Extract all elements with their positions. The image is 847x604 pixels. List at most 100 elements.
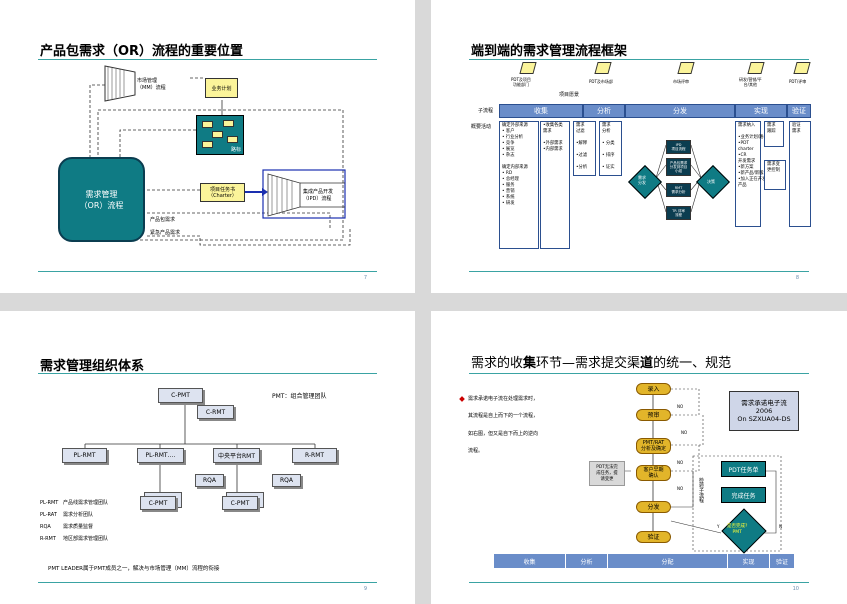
product-req-label: 产品包需求 (150, 217, 176, 223)
slide-4-title: 需求的收集环节—需求提交渠道的统一、规范 (471, 356, 732, 371)
no-label-decision: N (779, 524, 782, 529)
legend-value: 需求分析团队 (63, 512, 94, 518)
phase-strip-implement: 实现 (728, 554, 770, 568)
no-label: NO (677, 460, 684, 465)
bullet-line: 需求承诺电子流在处理需求时， (468, 396, 539, 402)
role-label: PDT及市场部 (589, 79, 613, 84)
diamond-left-label: 需求 分发 (638, 175, 646, 185)
implement-box: 需求纳入 •业务计划/路标 •PDT charter •CR 开发需求 •新方案… (735, 121, 768, 227)
complete-task-box: 完成任务 (721, 487, 766, 503)
role-label: PDT/评审 (789, 79, 807, 84)
no-label: NO (677, 404, 684, 409)
phase-header-verify: 验证 (787, 104, 811, 118)
org-node-plrmt-more: PL-RMT…. (137, 448, 184, 463)
slide-4[interactable]: 需求的收集环节—需求提交渠道的统一、规范 需求承诺电子流在处理需求时， 其流程是… (431, 311, 847, 604)
flow-step-precheck: 预审 (636, 409, 671, 421)
phase-header-collect: 收集 (499, 104, 583, 118)
org-node-plrmt: PL-RMT (62, 448, 107, 463)
collect-sources-box: 确定外部来源 • 客户 • 行业分析 • 竞争 • 展览 • 杂志 确定内部来源… (499, 121, 539, 249)
phase-strip-allocate: 分配 (608, 554, 728, 568)
or-process-label: 需求管理 （OR）流程 (79, 189, 124, 210)
slide-1-title: 产品包需求（OR）流程的重要位置 (40, 44, 244, 59)
org-node-central-rmt: 中央平台RMT (213, 448, 260, 463)
legend-value: 需求质量监督 (63, 524, 94, 530)
role-label: PDT及项目 功能部门 (511, 77, 531, 87)
legend-key: PL-RMT (40, 500, 59, 506)
org-node-rqa: RQA (195, 474, 224, 487)
org-node-rqa: RQA (272, 474, 301, 487)
phase-strip-collect: 收集 (494, 554, 566, 568)
tracking-box: 需求 跟踪 (764, 121, 784, 147)
org-node-cpmt-stack: C-PMT (222, 496, 258, 510)
page-number: 10 (792, 586, 799, 592)
s1-diagram-lines (89, 65, 351, 246)
slide-3[interactable]: 需求管理组织体系 PMT：组合管理团队 C-PMT C-RMT PL-RMT P… (0, 311, 415, 604)
verify-box: 验证 需求 (789, 121, 811, 227)
check-subflow-label: 检 验 子 流 程 (699, 478, 705, 504)
legend-key: RQA (40, 524, 51, 530)
ipd-label: 集成产品开发 （IPD）流程 (303, 189, 334, 202)
pmt-note: PMT：组合管理团队 (272, 393, 327, 400)
s2-distribute-lines (655, 144, 702, 213)
bullet-line: 如右图，但又是自下而上的逆向 (468, 431, 539, 437)
org-node-crmt: C-RMT (197, 405, 234, 419)
role-label: 市场评审 (673, 79, 689, 84)
page-number: 7 (363, 275, 367, 281)
roadmap-label: 路标 (231, 147, 242, 153)
pdt-task-box: PDT任务单 (721, 461, 766, 477)
filter-box: 需求 过滤 •解释 •过滤 •分析 (573, 121, 596, 176)
completion-label: 是否完成? PMT (727, 524, 748, 535)
row-label-activity: 概要活动 (471, 124, 492, 130)
org-node-cpmt-stack: C-PMT (140, 496, 176, 510)
s3-org-lines (84, 404, 316, 496)
or-process-box: 需求管理 （OR）流程 (58, 157, 145, 242)
title-divider (469, 59, 809, 60)
charter-box: 项目任务书 （Charter） (200, 183, 245, 202)
title-divider (469, 373, 809, 374)
footer-divider (469, 582, 809, 583)
phase-header-distribute: 分发 (625, 104, 735, 118)
org-node-rrmt: R-RMT (292, 448, 337, 463)
phase-header-analyze: 分析 (583, 104, 625, 118)
phase-header-implement: 实现 (735, 104, 787, 118)
flow-step-entry: 录入 (636, 383, 671, 395)
business-plan-box: 业务计划 (205, 78, 238, 98)
route-box: IPD 项目流程 (666, 140, 691, 154)
bullet-line: 流程。 (468, 448, 484, 454)
no-label: NO (681, 430, 688, 435)
no-label: NO (677, 486, 684, 491)
legend-key: R-RMT (40, 536, 56, 542)
legend-key: PL-RAT (40, 512, 57, 518)
title-divider (38, 373, 377, 374)
yes-label: Y (717, 524, 720, 529)
route-box: RMT 需求分析 (666, 183, 691, 197)
footer-divider (469, 271, 809, 272)
page-number: 9 (363, 586, 367, 592)
urgent-req-label: 紧急产品需求 (150, 230, 181, 236)
slide-2[interactable]: 端到端的需求管理流程框架 PDT及项目 功能部门 PDT及市场部 市场评审 研发… (431, 0, 847, 293)
phase-strip-analyze: 分析 (566, 554, 608, 568)
slide-2-title: 端到端的需求管理流程框架 (471, 44, 628, 59)
bullet-line: 其流程是自上而下的一个流程， (468, 413, 539, 419)
phase-strip-verify: 验证 (770, 554, 794, 568)
slide-3-title: 需求管理组织体系 (40, 359, 145, 374)
pdt-note-box: PDT无法完 成任务，提 请变更 (589, 461, 625, 486)
route-box: TR 评审 流程 (666, 206, 691, 220)
legend-value: 地区部需求管理团队 (63, 536, 109, 542)
analysis-box: 需求 分析 • 分类 • 排序 • 证实 (599, 121, 622, 176)
flow-step-verify: 验证 (636, 531, 671, 543)
slide-1[interactable]: 产品包需求（OR）流程的重要位置 市场管理 （MM）流程 业务计划 (0, 0, 415, 293)
footer-divider (38, 582, 377, 583)
change-control-box: 需求变 更控制 (764, 160, 786, 190)
footer-divider (38, 271, 377, 272)
collect-needs-box: •收集各类 需求 •外部需求 •内部需求 (540, 121, 570, 249)
title-divider (38, 59, 377, 60)
mm-label: 市场管理 （MM）流程 (137, 78, 166, 91)
org-node-cpmt: C-PMT (158, 388, 203, 403)
legend-value: 产品线需求管理团队 (63, 500, 109, 506)
s4-flow-lines (620, 388, 782, 552)
flow-step-customer-confirm: 客户早期 确认 (636, 465, 671, 481)
role-label: 研发/营销/平 台/其他 (739, 77, 762, 87)
flow-step-distribute: 分发 (636, 501, 671, 513)
e-flow-box: 需求承诺电子流 2006 On SZXUA04-DS (729, 391, 799, 431)
